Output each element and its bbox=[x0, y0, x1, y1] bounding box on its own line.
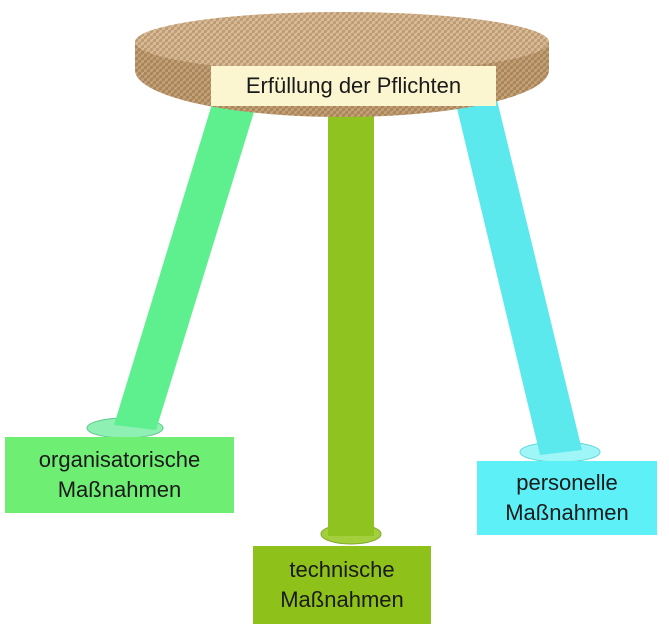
seat-label-text: Erfüllung der Pflichten bbox=[245, 73, 462, 98]
label-technische-line2: Maßnahmen bbox=[280, 587, 404, 612]
seat-top bbox=[135, 12, 549, 72]
leg-center-shaft bbox=[328, 108, 374, 536]
leg-right-shaft bbox=[456, 100, 582, 455]
leg-center bbox=[320, 108, 382, 545]
label-personelle-massnahmen: personelle Maßnahmen bbox=[477, 461, 657, 535]
label-technische-massnahmen: technische Maßnahmen bbox=[253, 546, 431, 624]
seat-top-highlight bbox=[135, 12, 549, 72]
label-personelle-line2: Maßnahmen bbox=[505, 500, 629, 525]
label-organisatorische-line2: Maßnahmen bbox=[57, 477, 182, 502]
leg-right bbox=[456, 100, 601, 463]
label-technische-line1: technische bbox=[289, 557, 395, 582]
seat-label: Erfüllung der Pflichten bbox=[211, 66, 496, 106]
label-organisatorische-massnahmen: organisatorische Maßnahmen bbox=[5, 437, 234, 513]
leg-left bbox=[86, 104, 254, 439]
label-organisatorische-line1: organisatorische bbox=[38, 447, 201, 472]
label-personelle-line1: personelle bbox=[516, 470, 618, 495]
leg-left-shaft bbox=[114, 104, 254, 430]
